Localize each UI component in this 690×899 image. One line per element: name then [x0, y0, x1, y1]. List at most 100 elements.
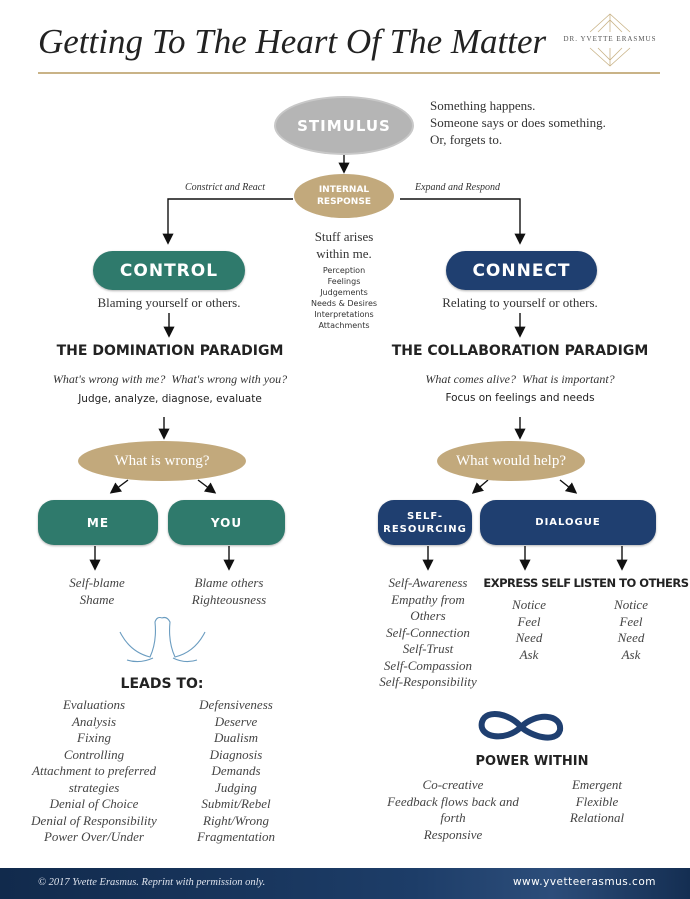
- stimulus-desc: Something happens. Someone says or does …: [430, 97, 606, 148]
- list-item: Shame: [79, 591, 115, 607]
- expand-label: Expand and Respond: [415, 182, 500, 193]
- connect-box: CONNECT: [446, 251, 597, 290]
- list-item: Need: [515, 630, 543, 645]
- stimulus-node: STIMULUS: [276, 98, 412, 153]
- title-rule: [38, 72, 660, 74]
- connect-sub: Relating to yourself or others.: [442, 295, 598, 310]
- box-label: DIALOGUE: [535, 517, 601, 528]
- list-item: Self-Connection: [386, 624, 470, 640]
- list-item: Diagnosis: [209, 746, 263, 762]
- desc-line: Someone says or does something.: [430, 115, 606, 130]
- copyright: © 2017 Yvette Erasmus. Reprint with perm…: [38, 877, 266, 888]
- logo-text: DR. YVETTE ERASMUS: [563, 35, 657, 43]
- self-resourcing-items: Self-Awareness Empathy from Others Self-…: [379, 575, 476, 691]
- list-item: Self-Responsibility: [379, 674, 477, 689]
- leads-to-heading: LEADS TO:: [120, 676, 204, 692]
- list-item: Denial of Responsibility: [31, 812, 157, 828]
- list-item: Notice: [614, 597, 648, 612]
- logo: DR. YVETTE ERASMUS: [560, 8, 660, 70]
- list-item: Dualism: [213, 730, 259, 745]
- stimulus-label: STIMULUS: [297, 116, 391, 135]
- box-label: CONTROL: [119, 260, 219, 281]
- you-box: YOU: [168, 500, 285, 545]
- list-item: Co-creative: [422, 777, 484, 792]
- desc-line: Something happens.: [430, 98, 536, 113]
- domination-question: What's wrong with me? What's wrong with …: [52, 372, 288, 386]
- oval-label: What is wrong?: [114, 452, 210, 469]
- item: Perception: [322, 266, 366, 275]
- list-item: Flexible: [575, 793, 619, 809]
- box-label: CONNECT: [472, 260, 571, 281]
- internal-items: Perception Feelings Judgements Needs & D…: [311, 265, 377, 331]
- desc-line: Stuff arises: [314, 229, 374, 244]
- list-item: Emergent: [571, 777, 623, 792]
- list-item: Ask: [621, 646, 641, 662]
- self-resourcing-box: SELF-RESOURCING: [378, 500, 472, 545]
- list-item: Feedback flows back and: [387, 793, 519, 809]
- list-item: Demands: [211, 763, 261, 778]
- list-item: Feel: [517, 613, 541, 629]
- list-item: Defensiveness: [199, 697, 273, 712]
- list-item: Need: [617, 630, 645, 645]
- logo-mark-icon: [589, 13, 631, 67]
- list-item: Relational: [569, 810, 625, 825]
- express-self-heading: EXPRESS SELF: [483, 576, 571, 590]
- item: Judgements: [320, 288, 368, 297]
- control-sub: Blaming yourself or others.: [97, 295, 241, 310]
- list-item: Responsive: [423, 826, 483, 842]
- list-item: Judging: [215, 779, 257, 795]
- list-item: Self-Awareness: [388, 575, 468, 590]
- list-item: Power Over/Under: [43, 829, 144, 844]
- constrict-label: Constrict and React: [185, 182, 265, 193]
- internal-response-node: INTERNAL RESPONSE: [294, 174, 394, 218]
- item: Interpretations: [314, 310, 374, 319]
- listen-heading: LISTEN TO OTHERS: [573, 576, 689, 590]
- item: Needs & Desires: [310, 299, 378, 308]
- domination-heading: THE DOMINATION PARADIGM: [56, 343, 284, 359]
- list-item: Denial of Choice: [49, 796, 139, 811]
- collaboration-heading: THE COLLABORATION PARADIGM: [391, 343, 649, 359]
- list-item: Fixing: [77, 730, 111, 745]
- box-label: YOU: [210, 515, 243, 530]
- stuff-arises: Stuff arises within me.: [315, 228, 374, 262]
- desc-line: within me.: [316, 246, 372, 261]
- item: Attachments: [318, 321, 370, 330]
- desc-line: Or, forgets to.: [430, 132, 503, 147]
- item: Feelings: [327, 277, 361, 286]
- infinity-heart-icon: [478, 711, 563, 741]
- list-item: Analysis: [71, 713, 117, 729]
- list-item: Self-Trust: [402, 641, 454, 656]
- what-is-wrong-oval: What is wrong?: [78, 441, 246, 481]
- website-link[interactable]: www.yvetteerasmus.com: [512, 876, 656, 888]
- list-item: Ask: [519, 646, 539, 662]
- power-within-heading: POWER WITHIN: [475, 754, 589, 769]
- list-item: Self-blame: [69, 575, 125, 590]
- list-item: Others: [410, 608, 446, 623]
- box-label: ME: [86, 515, 110, 530]
- domination-focus: Judge, analyze, diagnose, evaluate: [78, 393, 262, 405]
- list-item: forth: [440, 810, 466, 825]
- list-item: Deserve: [214, 713, 258, 729]
- list-item: strategies: [68, 779, 120, 795]
- page-title: Getting To The Heart Of The Matter: [38, 22, 547, 61]
- arm-wrestling-icon: [119, 616, 206, 663]
- list-item: Submit/Rebel: [201, 796, 271, 811]
- list-item: Self-Compassion: [383, 657, 473, 673]
- list-item: Empathy from: [391, 591, 465, 607]
- list-item: Notice: [512, 597, 546, 612]
- control-box: CONTROL: [93, 251, 245, 290]
- list-item: Right/Wrong: [203, 812, 269, 828]
- collaboration-focus: Focus on feelings and needs: [445, 392, 595, 404]
- list-item: Controlling: [63, 746, 125, 762]
- box-label: RESOURCING: [383, 523, 467, 535]
- list-item: Blame others: [194, 575, 264, 590]
- list-item: Evaluations: [62, 697, 126, 712]
